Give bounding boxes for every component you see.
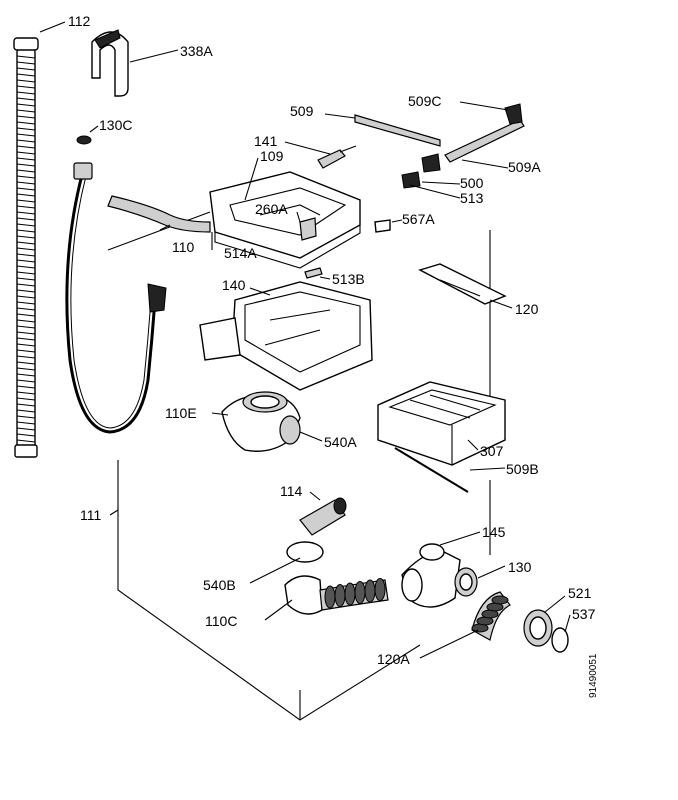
label-130: 130	[508, 559, 532, 575]
sump-hose-110c	[284, 575, 389, 615]
label-112: 112	[68, 13, 91, 29]
drawer-handle-120	[418, 263, 507, 305]
label-540a: 540A	[324, 434, 357, 450]
label-145: 145	[482, 524, 506, 540]
label-307: 307	[480, 443, 504, 459]
bellows-110e	[221, 391, 301, 452]
dispenser-housing-140	[199, 281, 373, 391]
callout-labels: 112 338A 130C 509 509C 141 109 509A 500 …	[68, 13, 599, 698]
label-120: 120	[515, 301, 539, 317]
label-130c: 130C	[99, 117, 132, 133]
part-141	[317, 145, 357, 169]
pump-145	[401, 543, 461, 608]
part-500	[401, 153, 441, 189]
label-540b: 540B	[203, 577, 236, 593]
part-567a	[374, 219, 391, 233]
clamp-540b	[286, 541, 324, 563]
label-509a: 509A	[508, 159, 541, 175]
bearing-521	[523, 609, 553, 647]
label-521: 521	[568, 585, 592, 601]
label-110e: 110E	[165, 405, 197, 421]
leader-lines	[39, 21, 571, 659]
label-338a: 338A	[180, 43, 213, 59]
label-140: 140	[222, 277, 246, 293]
part-513b	[304, 267, 323, 279]
washer-130c	[76, 135, 92, 145]
label-114: 114	[280, 483, 303, 499]
label-111: 111	[80, 507, 101, 523]
clamp-540a	[279, 415, 301, 445]
bellows-120a	[471, 591, 511, 641]
rod-509b	[394, 447, 469, 493]
label-120a: 120A	[377, 651, 410, 667]
cabinet-outline	[107, 211, 491, 721]
label-509b: 509B	[506, 461, 539, 477]
part-260a	[299, 217, 317, 241]
dispenser-drawer-307	[377, 381, 506, 466]
ring-537	[551, 627, 569, 653]
label-513: 513	[460, 190, 484, 206]
rod-509	[354, 114, 441, 147]
hose-holder-338a	[91, 29, 129, 97]
label-513b: 513B	[332, 271, 365, 287]
label-141: 141	[254, 133, 278, 149]
hose-110	[107, 195, 211, 233]
part-114	[299, 497, 347, 536]
label-514a: 514A	[224, 245, 257, 261]
drawing-number: 91490051	[588, 653, 599, 698]
lever-509c	[444, 103, 525, 163]
label-110c: 110C	[205, 613, 237, 629]
label-537: 537	[572, 606, 596, 622]
label-109: 109	[260, 148, 284, 164]
label-110: 110	[172, 239, 195, 255]
seal-130-inner	[459, 573, 473, 591]
label-509c: 509C	[408, 93, 441, 109]
label-500: 500	[460, 175, 484, 191]
label-260a: 260A	[255, 201, 288, 217]
inlet-hose-112	[13, 37, 39, 458]
label-567a: 567A	[402, 211, 435, 227]
mains-cable-111	[65, 162, 167, 434]
label-509: 509	[290, 103, 314, 119]
